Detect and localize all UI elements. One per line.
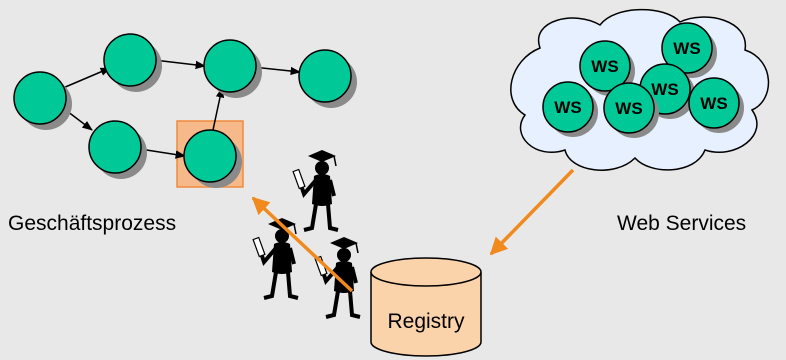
process-edges	[62, 59, 302, 159]
ws-nodes: WS WS WS WS WS	[542, 22, 744, 138]
web-services-label: Web Services	[617, 212, 747, 235]
ws-node: WS	[661, 22, 717, 78]
process-node	[103, 33, 162, 92]
registry-label: Registry	[387, 310, 465, 333]
process-node-selected	[183, 129, 242, 188]
ws-node: WS	[603, 82, 659, 138]
ws-node: WS	[688, 77, 744, 133]
svg-text:WS: WS	[651, 80, 678, 99]
svg-text:WS: WS	[615, 99, 642, 118]
graduate-figure-icon	[291, 148, 340, 232]
publish-arrow	[489, 168, 575, 256]
process-node	[88, 120, 147, 179]
ws-node: WS	[542, 81, 598, 137]
process-node	[203, 39, 262, 98]
svg-text:WS: WS	[591, 57, 618, 76]
process-node	[13, 71, 72, 130]
graduate-figures	[251, 148, 362, 319]
process-label: Geschäftsprozess	[8, 212, 177, 235]
svg-text:WS: WS	[673, 39, 700, 58]
process-nodes	[13, 33, 357, 188]
graduate-figure-icon	[251, 216, 300, 300]
discovery-arrow	[251, 196, 354, 293]
svg-text:WS: WS	[700, 94, 727, 113]
process-node	[298, 49, 357, 108]
registry-database: Registry	[370, 257, 482, 357]
svg-text:WS: WS	[554, 98, 581, 117]
